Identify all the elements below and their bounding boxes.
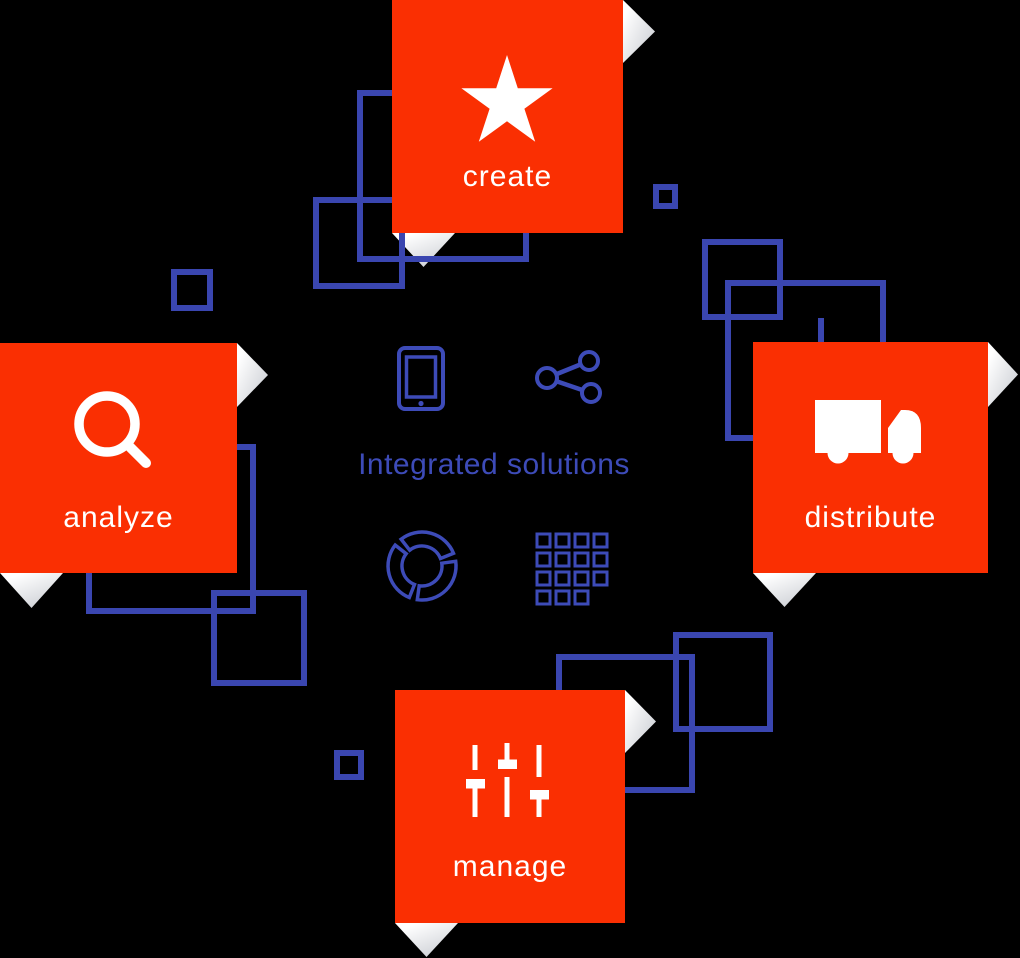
magnifying-glass-icon [74,391,151,468]
star-icon [461,55,553,142]
corner-fold [988,342,1018,407]
tile-label: distribute [804,500,937,534]
deco-square [211,590,307,686]
deco-square [171,269,213,311]
tile-distribute[interactable]: distribute [753,342,988,573]
tile-label: create [462,160,553,194]
truck-icon [815,400,921,464]
tile-label: analyze [63,500,174,534]
corner-fold [0,573,63,608]
deco-line [818,318,824,343]
deco-square [653,184,678,209]
tile-analyze[interactable]: analyze [0,343,237,573]
deco-square [702,239,783,320]
corner-fold [395,923,458,957]
tile-create[interactable]: create [392,0,623,233]
share-icon [535,350,602,404]
tablet-icon [397,346,445,411]
tile-label: manage [452,850,568,884]
deco-square [673,632,773,732]
corner-fold [753,573,816,607]
grid-icon [535,532,609,606]
center-title: Integrated solutions [358,448,630,481]
deco-square [334,750,364,780]
donut-chart-icon [386,530,458,602]
corner-fold [237,343,268,407]
sliders-icon [466,743,549,817]
corner-fold [623,0,655,63]
deco-square [313,197,405,289]
tile-manage[interactable]: manage [395,690,625,923]
